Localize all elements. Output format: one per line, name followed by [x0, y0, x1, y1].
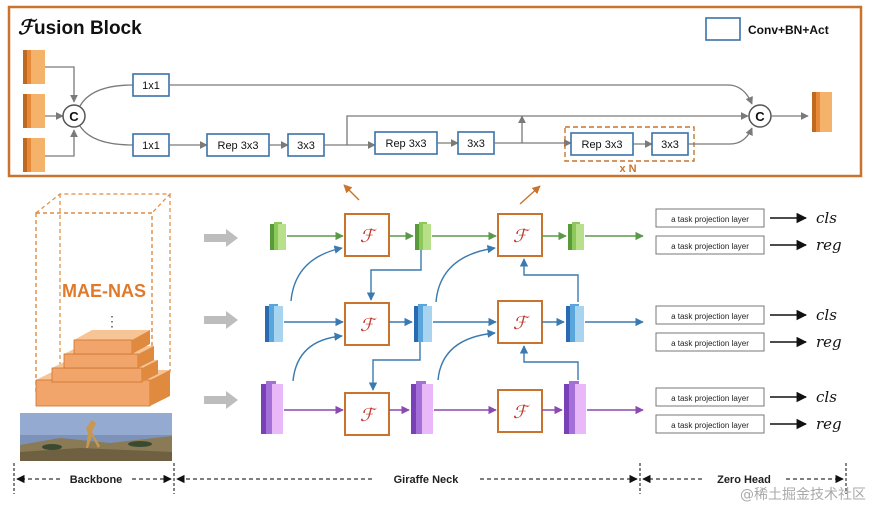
- fusion-node-mid-1: ℱ: [344, 302, 390, 346]
- arrow-top-branch-to-concat: [169, 84, 753, 105]
- output-reg-3: reg: [816, 415, 842, 433]
- output-cls-3: cls: [816, 388, 837, 406]
- feature-green-mid: [415, 222, 431, 250]
- projection-layer-reg-1: a task projection layer: [655, 235, 765, 255]
- section-label-head: Zero Head: [717, 474, 771, 486]
- rep3x3-block-3-label: Rep 3x3: [582, 139, 623, 151]
- rep3x3-block-2-label: Rep 3x3: [386, 138, 427, 150]
- feature-blue-out: [566, 304, 584, 342]
- fusion-node-bottom-1: ℱ: [344, 392, 390, 436]
- conv3x3-block-3-label: 3x3: [661, 139, 679, 151]
- arrow-purple-in-to-f3: [292, 332, 343, 382]
- concat-node-input-label: C: [69, 109, 79, 124]
- pointer-to-fusion-block-2: [519, 185, 541, 205]
- output-cls-2: cls: [816, 306, 837, 324]
- projection-layer-reg-1-label: a task projection layer: [671, 242, 749, 251]
- fusion-node-top-2-symbol: ℱ: [513, 226, 530, 247]
- giraffe-neck-section: ℱ ℱ ℱ ℱ ℱ ℱ: [261, 184, 644, 436]
- zero-head-section: a task projection layer a task projectio…: [655, 208, 842, 434]
- fusion-node-top-1-symbol: ℱ: [360, 226, 377, 247]
- arrow-purple-out-to-f4: [519, 345, 579, 380]
- section-label-neck: Giraffe Neck: [394, 474, 460, 486]
- arrow-blue-out-to-f2: [519, 258, 579, 302]
- feature-green-in: [270, 222, 286, 250]
- repeat-label: x N: [619, 163, 636, 175]
- gray-arrow-level-2: [204, 311, 238, 329]
- fusion-output-feature: [812, 92, 832, 132]
- conv1x1-bottom-label: 1x1: [142, 140, 160, 152]
- projection-layer-reg-3-label: a task projection layer: [671, 421, 749, 430]
- projection-layer-reg-3: a task projection layer: [655, 414, 765, 434]
- feature-green-out: [568, 222, 584, 250]
- watermark-text: @稀土掘金技术社区: [740, 487, 866, 503]
- gray-arrow-level-3: [204, 391, 238, 409]
- fusion-input-feature-1: [23, 50, 45, 84]
- arrow-blue-mid-to-f5: [368, 342, 421, 391]
- branch-top-from-concat: [79, 84, 134, 107]
- fusion-node-bottom-2: ℱ: [497, 389, 543, 433]
- arrow-bottom-branch-to-concat: [688, 127, 753, 145]
- branch-bottom-from-concat: [79, 125, 134, 146]
- section-label-backbone: Backbone: [70, 474, 123, 486]
- fusion-block-title: usion Block: [34, 18, 142, 39]
- output-reg-1: reg: [816, 236, 842, 254]
- arrow-blue-mid-to-f2: [435, 244, 496, 303]
- backbone-section: MAE-NAS ⋮: [20, 193, 172, 461]
- section-labels: Backbone Giraffe Neck Zero Head: [13, 463, 847, 494]
- fusion-node-bottom-2-symbol: ℱ: [513, 402, 530, 423]
- pointer-to-fusion-block-1: [343, 184, 360, 201]
- rep3x3-block-1-label: Rep 3x3: [218, 140, 259, 152]
- fusion-input-feature-3: [23, 138, 45, 172]
- arrow-input3-to-concat: [45, 129, 78, 157]
- feature-purple-in: [261, 381, 283, 434]
- skip-connection-1: [346, 112, 749, 145]
- feature-purple-out: [564, 381, 586, 434]
- projection-layer-cls-3-label: a task projection layer: [671, 394, 749, 403]
- projection-layer-cls-2: a task projection layer: [655, 305, 765, 325]
- concat-node-output-label: C: [755, 109, 765, 124]
- projection-layer-cls-1-label: a task projection layer: [671, 215, 749, 224]
- legend-label: Conv+BN+Act: [748, 23, 829, 37]
- fusion-node-mid-2: ℱ: [497, 300, 543, 344]
- fusion-node-mid-1-symbol: ℱ: [360, 315, 377, 336]
- fusion-input-feature-2: [23, 94, 45, 128]
- legend-conv-swatch: [705, 17, 741, 41]
- projection-layer-cls-2-label: a task projection layer: [671, 312, 749, 321]
- gray-arrow-level-1: [204, 229, 238, 247]
- backbone-to-neck-arrows: [204, 229, 238, 409]
- output-cls-1: cls: [816, 209, 837, 227]
- fusion-node-bottom-1-symbol: ℱ: [360, 405, 377, 426]
- fusion-node-top-1: ℱ: [344, 213, 390, 257]
- feature-purple-mid: [411, 381, 433, 434]
- fusion-node-top-2: ℱ: [497, 213, 543, 257]
- projection-layer-reg-2: a task projection layer: [655, 332, 765, 352]
- arrow-purple-mid-to-f4: [437, 329, 496, 381]
- backbone-ellipsis: ⋮: [105, 313, 119, 329]
- arrow-green-mid-to-f3: [366, 250, 422, 301]
- projection-layer-cls-1: a task projection layer: [655, 208, 765, 228]
- conv3x3-block-2-label: 3x3: [467, 138, 485, 150]
- concat-node-input: [62, 104, 86, 128]
- input-image: [20, 413, 172, 461]
- conv1x1-top-label: 1x1: [142, 80, 160, 92]
- fusion-title-symbol: ℱ: [18, 15, 38, 39]
- output-reg-2: reg: [816, 333, 842, 351]
- fusion-block-panel: ℱ usion Block Conv+BN+Act C 1x1 1x1: [7, 5, 863, 178]
- backbone-name: MAE-NAS: [62, 281, 146, 301]
- feature-blue-in: [265, 304, 283, 342]
- backbone-layer-stack: [35, 330, 170, 407]
- conv3x3-block-1-label: 3x3: [297, 140, 315, 152]
- feature-blue-mid: [414, 304, 432, 342]
- fusion-node-mid-2-symbol: ℱ: [513, 313, 530, 334]
- projection-layer-reg-2-label: a task projection layer: [671, 339, 749, 348]
- arrow-input1-to-concat: [45, 66, 78, 103]
- arrow-blue-in-to-f1: [290, 245, 343, 302]
- projection-layer-cls-3: a task projection layer: [655, 387, 765, 407]
